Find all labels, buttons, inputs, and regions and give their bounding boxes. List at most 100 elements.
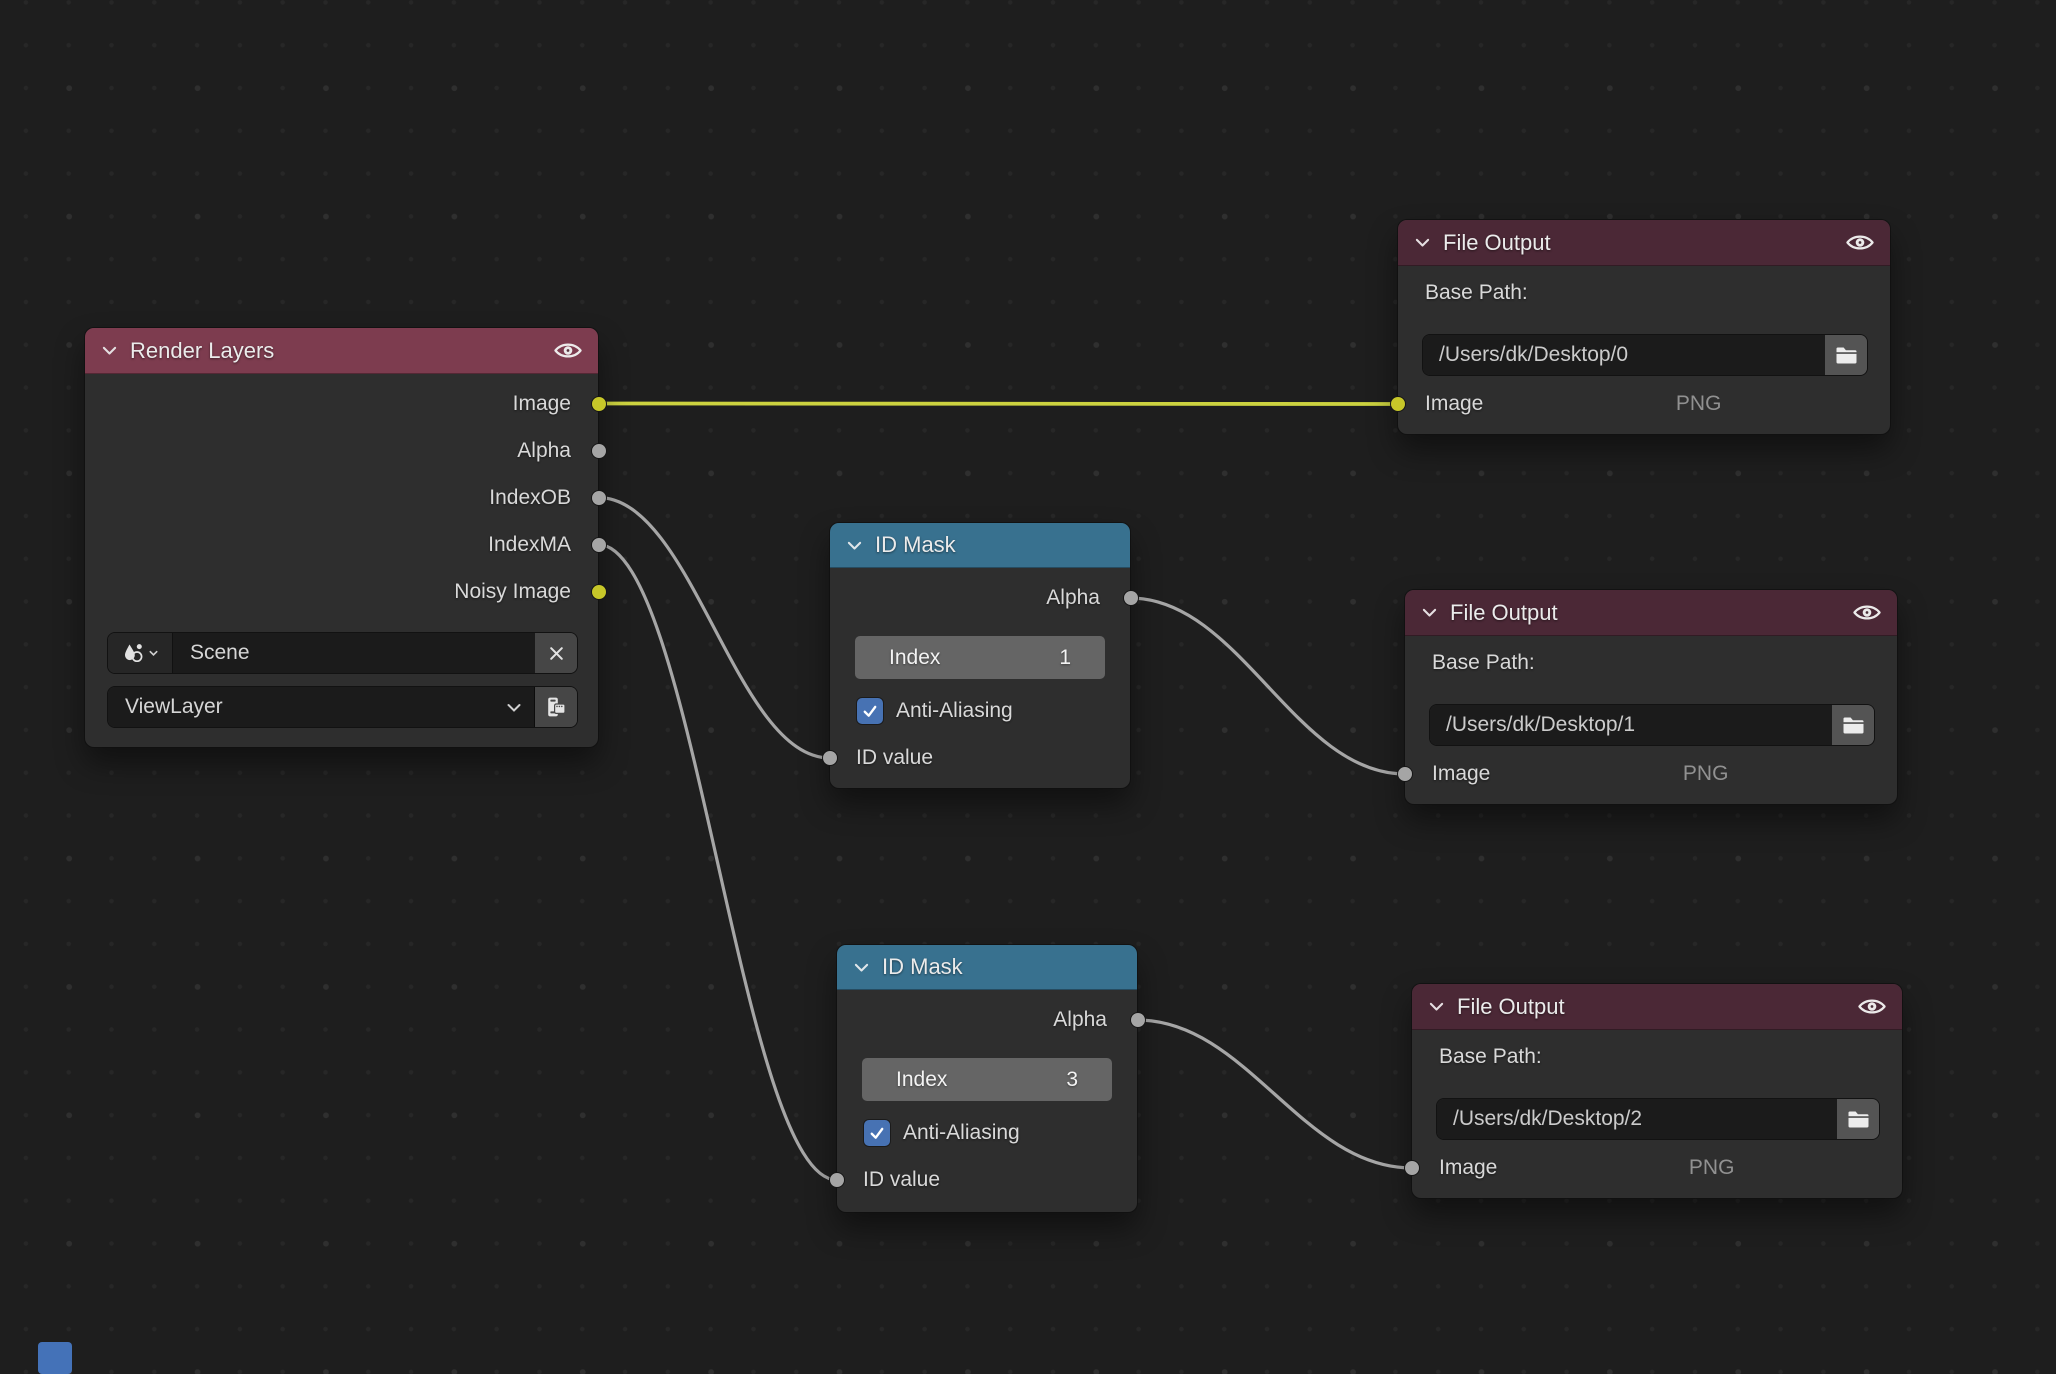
view-layer-dropdown[interactable]: ViewLayer bbox=[108, 687, 535, 727]
preview-eye-icon[interactable] bbox=[1857, 996, 1887, 1017]
scene-name-field[interactable]: Scene bbox=[173, 633, 535, 673]
file-output-header[interactable]: File Output bbox=[1398, 220, 1890, 266]
base-path-value: /Users/dk/Desktop/1 bbox=[1446, 713, 1636, 736]
node-id-mask-1[interactable]: ID Mask Alpha Index 1 Anti-Aliasing ID v… bbox=[821, 523, 1139, 788]
folder-icon bbox=[1843, 717, 1863, 733]
view-layer-row: ViewLayer bbox=[108, 687, 577, 727]
chevron-down-icon bbox=[148, 650, 158, 656]
index-value: 3 bbox=[1066, 1067, 1078, 1091]
socket-image-input[interactable] bbox=[1403, 1160, 1420, 1176]
id-mask-header[interactable]: ID Mask bbox=[830, 523, 1130, 568]
new-view-layer-button[interactable] bbox=[535, 687, 577, 727]
base-path-input[interactable]: /Users/dk/Desktop/2 bbox=[1437, 1099, 1837, 1139]
scene-data-icon bbox=[124, 644, 142, 663]
node-title: File Output bbox=[1443, 229, 1551, 255]
index-value: 1 bbox=[1059, 645, 1071, 669]
input-row: Image PNG bbox=[1389, 384, 1890, 424]
node-id-mask-3[interactable]: ID Mask Alpha Index 3 Anti-Aliasing ID v… bbox=[828, 945, 1146, 1212]
format-label: PNG bbox=[1682, 762, 1729, 785]
anti-aliasing-checkbox[interactable] bbox=[857, 698, 883, 724]
base-path-value: /Users/dk/Desktop/0 bbox=[1439, 343, 1629, 366]
anti-aliasing-label: Anti-Aliasing bbox=[903, 1121, 1020, 1144]
output-row: IndexMA bbox=[85, 521, 607, 568]
socket-id-value-input[interactable] bbox=[828, 1172, 845, 1188]
output-row: Alpha bbox=[837, 998, 1146, 1042]
chevron-down-icon[interactable] bbox=[1413, 233, 1432, 252]
base-path-row: /Users/dk/Desktop/0 bbox=[1423, 335, 1867, 375]
anti-aliasing-label: Anti-Aliasing bbox=[896, 699, 1013, 722]
link-image-to-fileoutput0[interactable] bbox=[596, 401, 1400, 406]
index-number-field[interactable]: Index 1 bbox=[855, 636, 1105, 679]
node-file-output-1[interactable]: File Output Base Path: /Users/dk/Desktop… bbox=[1396, 590, 1897, 804]
socket-image-input[interactable] bbox=[1389, 396, 1406, 412]
base-path-value: /Users/dk/Desktop/2 bbox=[1453, 1107, 1643, 1130]
socket-alpha-output[interactable] bbox=[1122, 590, 1139, 606]
socket-label: Noisy Image bbox=[454, 579, 571, 603]
link-indexma-to-idmask3[interactable] bbox=[596, 542, 839, 1182]
chevron-down-icon[interactable] bbox=[852, 958, 871, 977]
socket-label: Image bbox=[1425, 392, 1484, 415]
browse-folder-button[interactable] bbox=[1832, 705, 1874, 745]
socket-id-value-input[interactable] bbox=[821, 750, 838, 766]
node-render-layers[interactable]: Render Layers Image Alpha IndexOB IndexM… bbox=[85, 328, 607, 747]
checkmark-icon bbox=[863, 705, 877, 717]
base-path-label: Base Path: bbox=[1439, 1045, 1542, 1068]
scene-selector-row: Scene bbox=[108, 633, 577, 673]
chevron-down-icon[interactable] bbox=[100, 341, 119, 360]
socket-label: Alpha bbox=[1046, 586, 1100, 609]
node-file-output-0[interactable]: File Output Base Path: /Users/dk/Desktop… bbox=[1389, 220, 1890, 434]
base-path-label: Base Path: bbox=[1432, 651, 1535, 674]
input-row: ID value bbox=[828, 1162, 1137, 1198]
link-idmask1-alpha-to-fileoutput1[interactable] bbox=[1128, 596, 1407, 776]
socket-label: Alpha bbox=[1053, 1008, 1107, 1031]
output-row: Alpha bbox=[85, 427, 607, 474]
browse-folder-button[interactable] bbox=[1837, 1099, 1879, 1139]
socket-label: Image bbox=[1432, 762, 1491, 785]
id-mask-header[interactable]: ID Mask bbox=[837, 945, 1137, 990]
preview-eye-icon[interactable] bbox=[1852, 602, 1882, 623]
link-idmask3-alpha-to-fileoutput2[interactable] bbox=[1135, 1018, 1414, 1170]
corner-blue-marker bbox=[38, 1342, 72, 1374]
render-layers-icon bbox=[548, 697, 566, 717]
socket-alpha-output[interactable] bbox=[590, 442, 607, 459]
socket-label: Image bbox=[1439, 1156, 1498, 1179]
socket-label: Image bbox=[512, 391, 571, 415]
scene-name-value: Scene bbox=[190, 641, 250, 664]
output-row: Image bbox=[85, 380, 607, 427]
preview-eye-icon[interactable] bbox=[553, 340, 583, 361]
link-indexob-to-idmask1[interactable] bbox=[596, 495, 832, 760]
node-file-output-2[interactable]: File Output Base Path: /Users/dk/Desktop… bbox=[1403, 984, 1902, 1198]
format-label: PNG bbox=[1688, 1156, 1735, 1179]
socket-label: IndexMA bbox=[488, 532, 571, 556]
browse-folder-button[interactable] bbox=[1825, 335, 1867, 375]
base-path-row: /Users/dk/Desktop/2 bbox=[1437, 1099, 1879, 1139]
socket-indexma-output[interactable] bbox=[590, 536, 607, 553]
socket-noisy-image-output[interactable] bbox=[590, 583, 607, 600]
render-layers-header[interactable]: Render Layers bbox=[85, 328, 598, 374]
chevron-down-icon[interactable] bbox=[1427, 997, 1446, 1016]
file-output-header[interactable]: File Output bbox=[1405, 590, 1897, 636]
output-row: IndexOB bbox=[85, 474, 607, 521]
socket-indexob-output[interactable] bbox=[590, 489, 607, 506]
base-path-input[interactable]: /Users/dk/Desktop/0 bbox=[1423, 335, 1825, 375]
base-path-row: /Users/dk/Desktop/1 bbox=[1430, 705, 1874, 745]
file-output-header[interactable]: File Output bbox=[1412, 984, 1902, 1030]
scene-browse-button[interactable] bbox=[108, 633, 173, 673]
view-layer-value: ViewLayer bbox=[125, 695, 223, 718]
clear-scene-button[interactable] bbox=[535, 633, 577, 673]
socket-label: ID value bbox=[863, 1168, 941, 1191]
chevron-down-icon[interactable] bbox=[845, 536, 864, 555]
socket-image-output[interactable] bbox=[590, 395, 607, 412]
socket-label: IndexOB bbox=[489, 485, 571, 509]
index-number-field[interactable]: Index 3 bbox=[862, 1058, 1112, 1101]
socket-alpha-output[interactable] bbox=[1129, 1012, 1146, 1028]
chevron-down-icon[interactable] bbox=[1420, 603, 1439, 622]
anti-aliasing-checkbox[interactable] bbox=[864, 1120, 890, 1146]
checkmark-icon bbox=[870, 1127, 884, 1139]
base-path-input[interactable]: /Users/dk/Desktop/1 bbox=[1430, 705, 1832, 745]
preview-eye-icon[interactable] bbox=[1845, 232, 1875, 253]
anti-aliasing-row: Anti-Aliasing bbox=[857, 697, 1130, 725]
output-row: Alpha bbox=[830, 576, 1139, 620]
socket-image-input[interactable] bbox=[1396, 766, 1413, 782]
